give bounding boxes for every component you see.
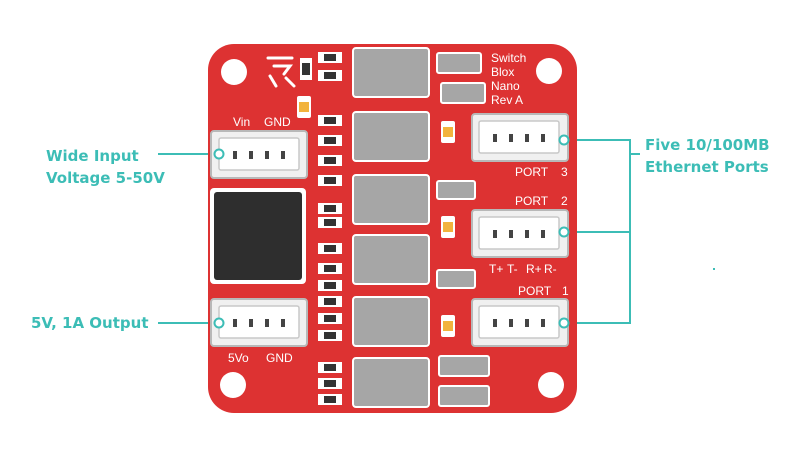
port2-label: PORT xyxy=(515,194,549,208)
connector-power-out xyxy=(210,298,308,347)
ports-callout: Five 10/100MB Ethernet Ports xyxy=(645,134,770,178)
connector-power-in xyxy=(210,130,308,179)
vin-label: Vin xyxy=(233,115,250,129)
regulator-chip xyxy=(214,192,302,280)
inductor-5 xyxy=(352,296,430,347)
mounting-hole-bottom-right xyxy=(538,372,564,398)
input-voltage-callout: Wide Input Voltage 5-50V xyxy=(46,145,165,189)
inductor-4 xyxy=(352,234,430,285)
port3-label: PORT xyxy=(515,165,549,179)
board-name-line-1: Switch xyxy=(491,51,526,65)
port3-leader-dot xyxy=(558,134,570,146)
small-pads xyxy=(436,52,490,407)
pin-rx-minus: R- xyxy=(544,262,557,276)
connector-port-2 xyxy=(471,209,569,258)
inductor-3 xyxy=(352,174,430,225)
mounting-hole-bottom-left xyxy=(220,372,246,398)
port2-leader-dot xyxy=(558,226,570,238)
mounting-hole-top-right xyxy=(536,58,562,84)
board-name-line-2: Blox xyxy=(491,65,514,79)
vo-label: 5Vo xyxy=(228,351,249,365)
inductor-6 xyxy=(352,357,430,408)
port2-number: 2 xyxy=(561,194,568,208)
mounting-hole-top-left xyxy=(221,59,247,85)
inductor-1 xyxy=(352,47,430,98)
board-name-line-4: Rev A xyxy=(491,93,523,107)
ports-callout-line-1: Five 10/100MB xyxy=(645,136,770,154)
resistor-column xyxy=(300,52,342,405)
port1-leader-dot xyxy=(558,317,570,329)
connector-port-3 xyxy=(471,113,569,162)
port1-number: 1 xyxy=(562,284,569,298)
pin-tx-plus: T+ xyxy=(489,262,503,276)
input-callout-line-1: Wide Input xyxy=(46,147,139,165)
port1-label: PORT xyxy=(518,284,552,298)
center-component-column xyxy=(352,47,430,408)
ports-callout-line-2: Ethernet Ports xyxy=(645,158,769,176)
board-name-line-3: Nano xyxy=(491,79,520,93)
gnd-in-label: GND xyxy=(264,115,291,129)
pin-rx-plus: R+ xyxy=(526,262,542,276)
input-callout-line-2: Voltage 5-50V xyxy=(46,169,165,187)
brand-logo xyxy=(266,56,296,88)
input-dot-ring xyxy=(213,148,225,160)
tiny-dot xyxy=(713,268,715,270)
capacitors xyxy=(297,96,455,337)
gnd-out-label: GND xyxy=(266,351,293,365)
output-callout-text: 5V, 1A Output xyxy=(31,314,149,332)
connector-port-1 xyxy=(471,298,569,347)
output-dot-ring xyxy=(213,317,225,329)
inductor-2 xyxy=(352,111,430,162)
pin-tx-minus: T- xyxy=(507,262,518,276)
port3-number: 3 xyxy=(561,165,568,179)
output-callout: 5V, 1A Output xyxy=(31,312,149,334)
